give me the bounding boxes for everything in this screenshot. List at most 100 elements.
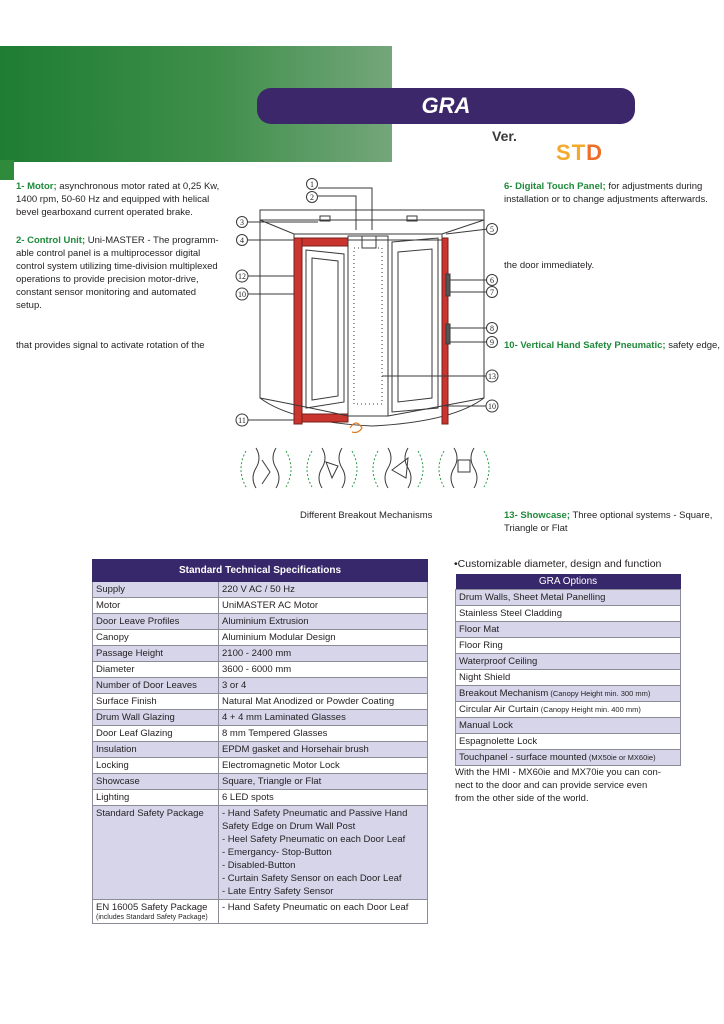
customizable-note: •Customizable diameter, design and funct… [454,558,662,570]
revolving-door-diagram: 1 2 3 4 5 6 7 8 9 13 10 12 10 11 [235,178,499,489]
spec-key: Door Leave Profiles [92,613,219,630]
svg-text:5: 5 [490,225,494,234]
spec-value: Square, Triangle or Flat [218,773,428,790]
option-row: Waterproof Ceiling [455,652,681,670]
immediately-description: the door immediately. [504,260,595,271]
callout-7: 7 [486,286,498,298]
option-row: Floor Ring [455,636,681,654]
spec-key: Number of Door Leaves [92,677,219,694]
spec-value: Aluminium Modular Design [218,629,428,646]
spec-value: Natural Mat Anodized or Powder Coating [218,693,428,710]
option-note: (Canopy Height min. 300 mm) [548,688,651,698]
spec-value: - Hand Safety Pneumatic on each Door Lea… [218,899,428,924]
option-note: (Canopy Height min. 400 mm) [538,704,641,714]
callout-3: 3 [236,216,248,228]
spec-value: EPDM gasket and Horsehair brush [218,741,428,758]
title-bar: GRA [257,88,635,124]
spec-key: EN 16005 Safety Package(includes Standar… [92,899,219,924]
spec-value: 3 or 4 [218,677,428,694]
spec-key: Passage Height [92,645,219,662]
option-label: Stainless Steel Cladding [455,604,681,622]
spec-row: EN 16005 Safety Package(includes Standar… [92,899,428,924]
svg-text:12: 12 [238,272,246,281]
version-label: Ver. [492,128,517,144]
breakout-icon-2 [306,447,358,489]
hmi-description: With the HMI - MX60ie and MX70ie you can… [455,767,661,804]
spec-row: Standard Safety Package- Hand Safety Pne… [92,805,428,900]
breakout-icon-1 [240,447,292,489]
callout-6: 6 [486,274,498,286]
header-green-accent [0,160,14,180]
spec-value: 8 mm Tempered Glasses [218,725,428,742]
spec-key: Supply [92,581,219,598]
option-label: Manual Lock [455,716,681,734]
spec-value: 220 V AC / 50 Hz [218,581,428,598]
touch-panel-description: 6- Digital Touch Panel; for adjustments … [504,181,708,205]
option-label: Drum Walls, Sheet Metal Panelling [455,588,681,606]
option-note: (MX50ie or MX60ie) [586,752,656,762]
motor-description: 1- Motor; asynchronous motor rated at 0,… [16,181,220,218]
breakout-icon-4 [438,447,490,489]
svg-text:4: 4 [240,236,244,245]
option-row: Drum Walls, Sheet Metal Panelling [455,588,681,606]
breakout-icon-3 [372,447,424,489]
version-value: STD [556,140,604,165]
option-label: Floor Ring [455,636,681,654]
control-unit-description: 2- Control Unit; Uni-MASTER - The progra… [16,235,219,311]
spec-value: Aluminium Extrusion [218,613,428,630]
option-label: Night Shield [455,668,681,686]
option-row: Stainless Steel Cladding [455,604,681,622]
option-row: Manual Lock [455,716,681,734]
spec-key: Drum Wall Glazing [92,709,219,726]
option-row: Espagnolette Lock [455,732,681,750]
option-row: Circular Air Curtain (Canopy Height min.… [455,700,681,718]
svg-text:13: 13 [488,372,496,381]
spec-key-note: (includes Standard Safety Package) [96,914,208,921]
svg-text:2: 2 [310,193,314,202]
callout-2: 2 [306,191,318,203]
callout-10-right: 10 [485,399,499,413]
spec-key: Standard Safety Package [92,805,219,900]
svg-text:1: 1 [310,180,314,189]
callout-9: 9 [486,336,498,348]
svg-text:8: 8 [490,324,494,333]
svg-text:7: 7 [490,288,494,297]
callout-4: 4 [236,234,248,246]
spec-value: 2100 - 2400 mm [218,645,428,662]
spec-key: Motor [92,597,219,614]
options-table: GRA Options Drum Walls, Sheet Metal Pane… [455,574,681,766]
option-label: Espagnolette Lock [455,732,681,750]
door-frame-left [293,237,303,425]
spec-key: Canopy [92,629,219,646]
svg-text:9: 9 [490,338,494,347]
spec-value: - Hand Safety Pneumatic and Passive Hand… [218,805,428,900]
spec-value: 3600 - 6000 mm [218,661,428,678]
spec-table: Standard Technical Specifications Supply… [92,559,428,924]
option-row: Night Shield [455,668,681,686]
spec-key: Surface Finish [92,693,219,710]
callout-8: 8 [486,322,498,334]
option-row: Touchpanel - surface mounted (MX50ie or … [455,748,681,766]
showcase-description: 13- Showcase; Three optional systems - S… [504,510,713,534]
callout-5: 5 [486,223,498,235]
spec-key: Locking [92,757,219,774]
spec-value: Electromagnetic Motor Lock [218,757,428,774]
spec-key: Insulation [92,741,219,758]
spec-key: Showcase [92,773,219,790]
svg-text:3: 3 [240,218,244,227]
option-row: Breakout Mechanism (Canopy Height min. 3… [455,684,681,702]
callout-11: 11 [235,413,249,427]
spec-value: UniMASTER AC Motor [218,597,428,614]
spec-value: 4 + 4 mm Laminated Glasses [218,709,428,726]
spec-key: Diameter [92,661,219,678]
